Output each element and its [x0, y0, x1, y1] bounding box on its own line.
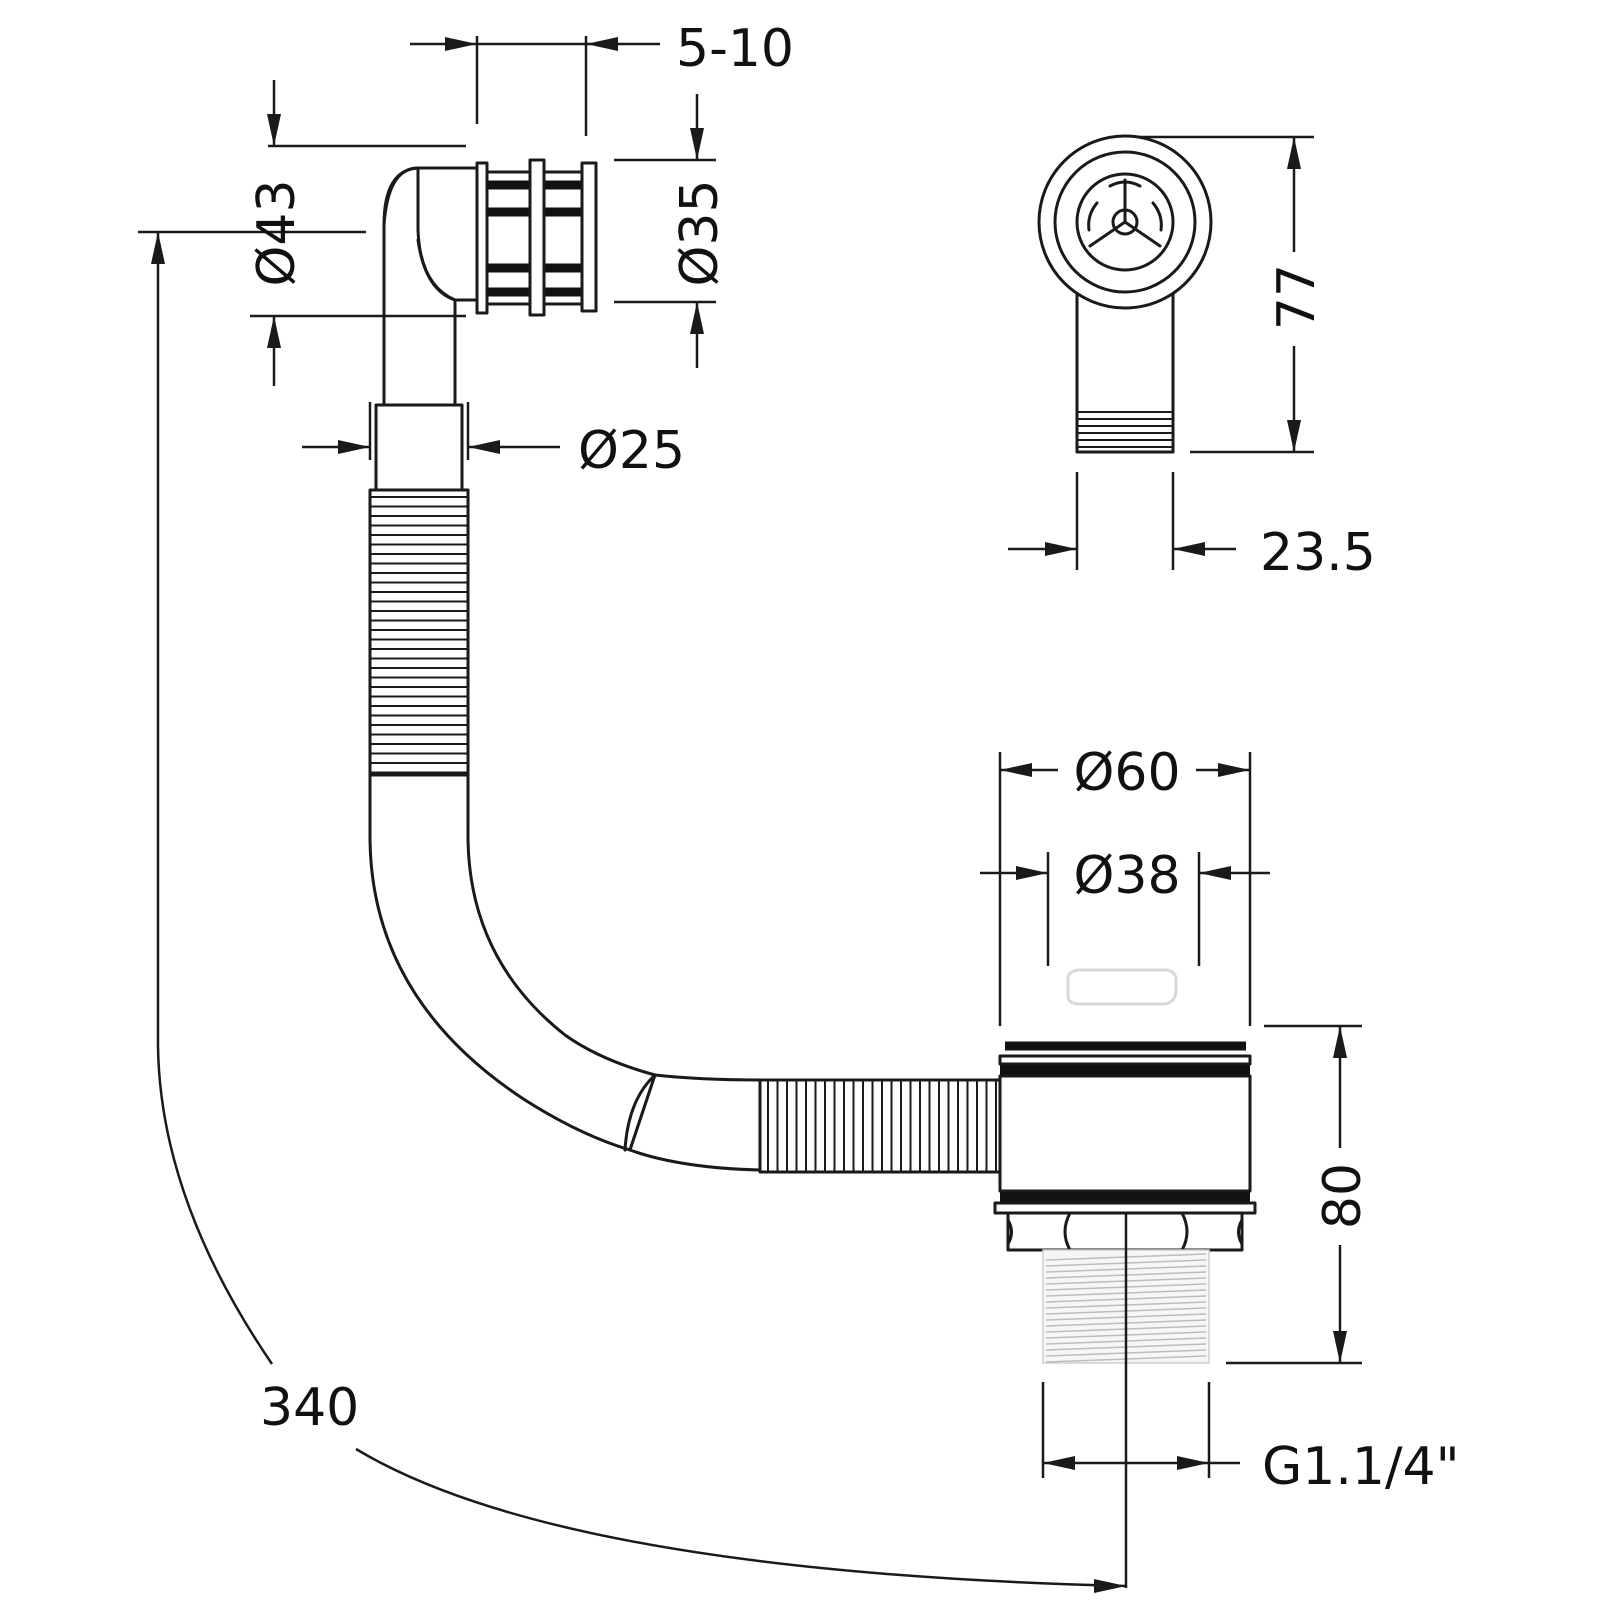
label-waste-height: 80 [1313, 1163, 1373, 1229]
waste-flange [998, 1041, 1252, 1075]
overflow-elbow [382, 166, 479, 407]
overflow-front-view [1037, 134, 1213, 454]
label-front-height: 77 [1267, 264, 1327, 330]
label-front-width: 23.5 [1260, 523, 1376, 583]
label-total-length: 340 [260, 1378, 359, 1438]
waste-body [993, 1074, 1257, 1215]
waste-plug-ghost [1066, 968, 1178, 1006]
label-overflow-gap: 5-10 [676, 19, 794, 79]
label-waste-inner-dia: Ø38 [1073, 846, 1180, 906]
label-overflow-inner-dia: Ø35 [670, 179, 730, 286]
dimension-labels: 5-10 Ø43 Ø35 Ø25 77 23.5 Ø60 Ø38 80 340 … [247, 19, 1460, 1497]
label-pipe-dia: Ø25 [578, 421, 685, 481]
dimension-lines [151, 37, 1347, 1593]
label-overflow-outer-dia: Ø43 [247, 179, 307, 286]
extension-lines [138, 36, 1362, 1588]
corrugated-hose-vertical [368, 488, 470, 777]
overflow-cap [475, 158, 598, 317]
overflow-pipe-collar [374, 403, 464, 492]
corrugated-hose-horizontal [758, 1078, 1002, 1174]
label-waste-outer-dia: Ø60 [1073, 743, 1180, 803]
hose-bend [368, 773, 762, 1172]
label-thread: G1.1/4" [1262, 1437, 1460, 1497]
